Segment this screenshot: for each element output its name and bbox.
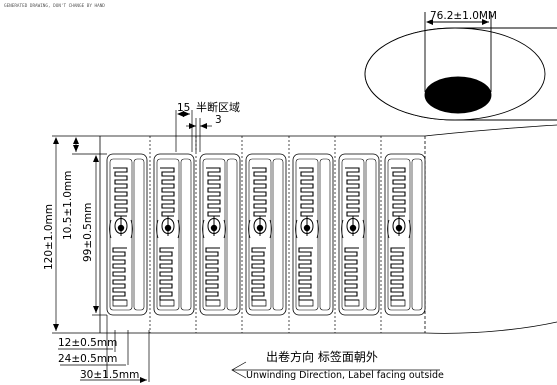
rfid-label [245,153,287,316]
offset-12-label: 12±0.5mm [58,337,117,349]
half-cut-gap-label: 3 [215,114,222,126]
rfid-labels [106,153,426,316]
label-roll [364,12,557,121]
direction-english: Unwinding Direction, Label facing outsid… [246,370,444,381]
rfid-label [384,153,426,316]
rfid-label [106,153,148,316]
rfid-label [199,153,241,316]
rfid-label [338,153,380,316]
half-cut-width-label: 15 [177,102,190,114]
direction-chinese: 出卷方向 标签面朝外 [266,349,378,364]
antenna-length-label: 99±0.5mm [82,203,94,262]
half-cut-zone-label: 半断区域 [196,100,240,114]
rfid-label [292,153,334,316]
offset-24-label: 24±0.5mm [58,353,117,365]
dimension-lines [52,110,440,383]
label-width-label: 10.5±1.0mm [62,171,74,240]
pitch-label: 30±1.5mm [80,369,139,381]
total-width-label: 120±1.0mm [43,204,55,270]
half-cut-lines [149,136,382,333]
header-note: GENERATED DRAWING, DON'T CHANGE BY HAND [4,3,105,9]
roll-core [424,76,492,114]
core-diameter-label: 76.2±1.0MM [430,10,497,22]
rfid-label [153,153,195,316]
